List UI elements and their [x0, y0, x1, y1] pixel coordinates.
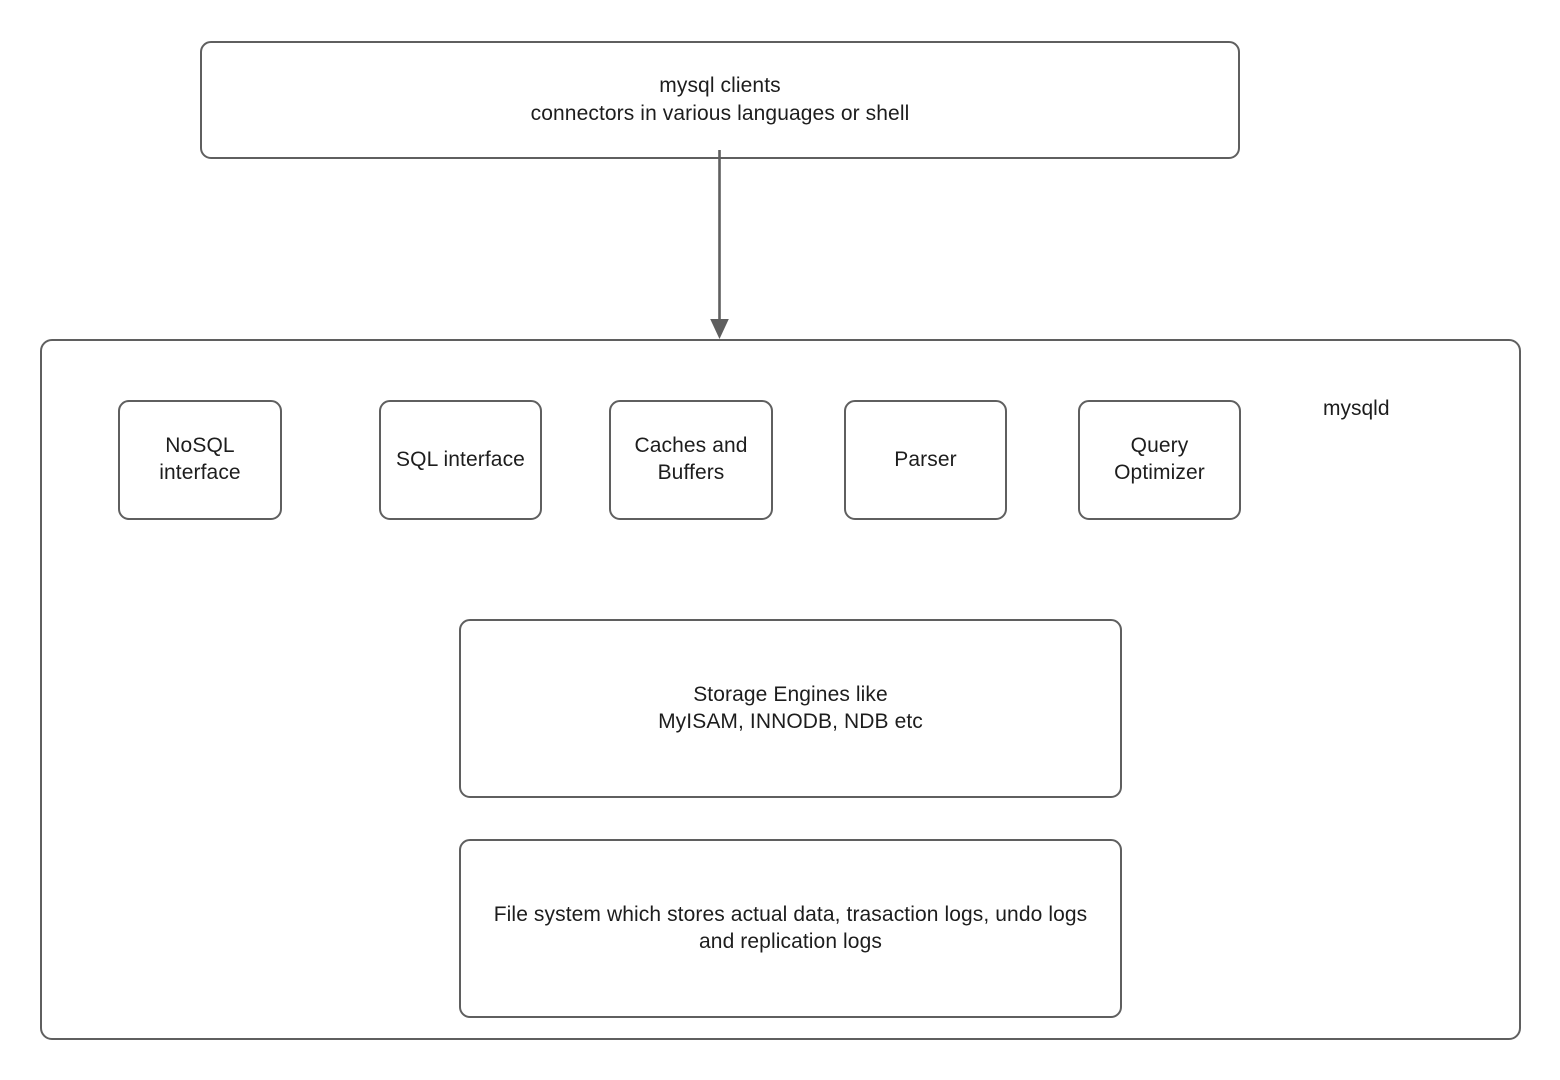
storage-engines-box[interactable]: Storage Engines like MyISAM, INNODB, NDB… — [459, 619, 1122, 798]
sql-interface-label: SQL interface — [396, 447, 525, 471]
connector-arrow-down-icon — [710, 150, 729, 339]
parser-box[interactable]: Parser — [844, 400, 1007, 520]
caches-and-buffers-box[interactable]: Caches and Buffers — [609, 400, 773, 520]
mysqld-label: mysqld — [1323, 397, 1390, 420]
query-optimizer-label: Query Optimizer — [1114, 434, 1205, 484]
file-system-box[interactable]: File system which stores actual data, tr… — [459, 839, 1122, 1018]
file-system-label: File system which stores actual data, tr… — [493, 902, 1088, 953]
parser-label: Parser — [894, 447, 957, 471]
nosql-interface-box[interactable]: NoSQL interface — [118, 400, 282, 520]
mysql-clients-label: mysql clients connectors in various lang… — [530, 74, 910, 125]
caches-and-buffers-label: Caches and Buffers — [634, 434, 748, 484]
query-optimizer-box[interactable]: Query Optimizer — [1078, 400, 1241, 520]
storage-engines-label: Storage Engines like MyISAM, INNODB, NDB… — [658, 682, 923, 733]
mysql-clients-box[interactable]: mysql clients connectors in various lang… — [200, 41, 1240, 159]
nosql-interface-label: NoSQL interface — [159, 434, 241, 484]
sql-interface-box[interactable]: SQL interface — [379, 400, 542, 520]
